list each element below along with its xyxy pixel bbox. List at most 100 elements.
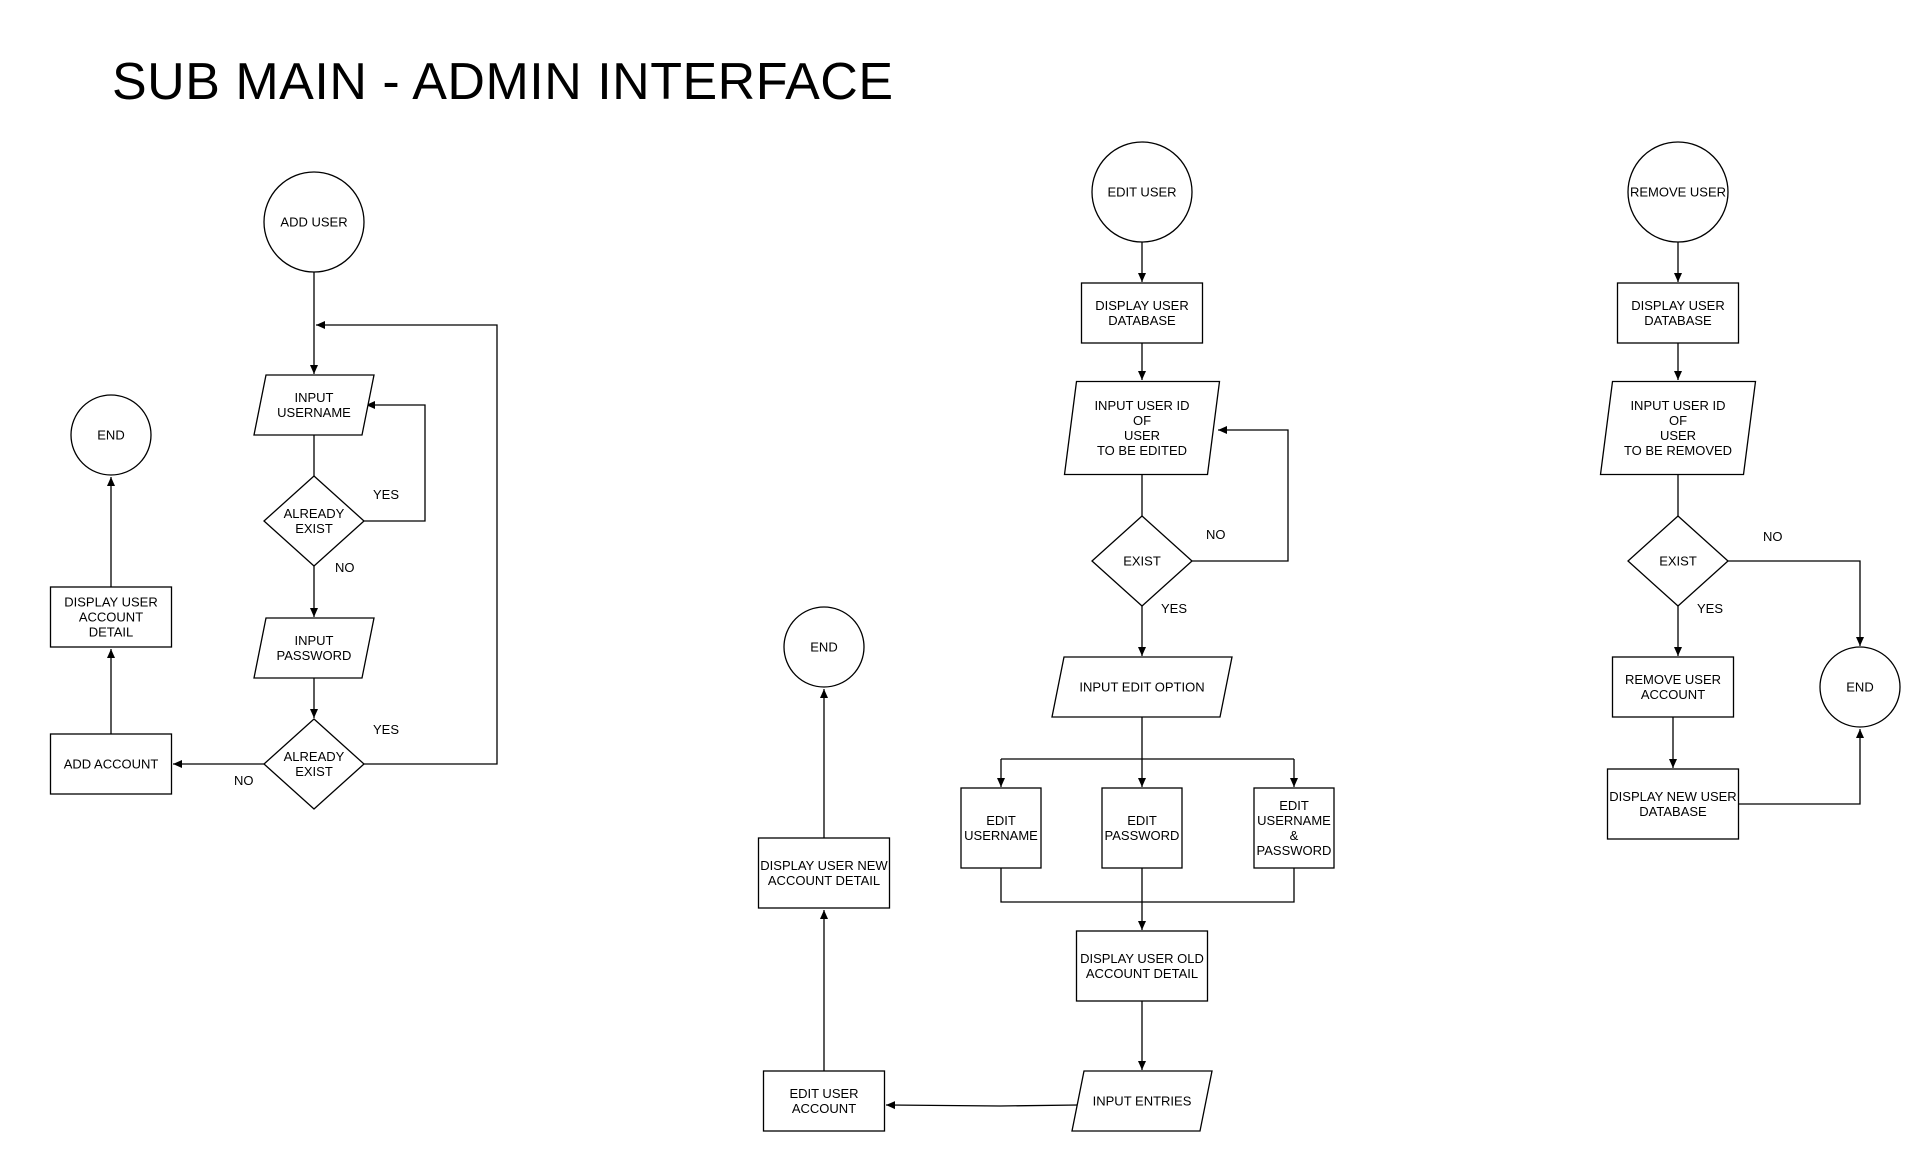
node-label-line: EXIST [295,521,333,536]
node-label-line: END [1846,680,1873,695]
node-label-line: INPUT USER ID [1630,398,1725,413]
terminator-shape [1091,141,1193,243]
terminator-shape [1819,646,1901,728]
node-remove-exist: EXIST [1627,515,1729,607]
edge-label-add-exist1-no: NO [335,560,355,575]
node-label-line: ACCOUNT DETAIL [1086,966,1198,981]
node-label-line: DISPLAY USER OLD [1080,951,1204,966]
node-edit-input-option: INPUT EDIT OPTION [1051,656,1233,718]
node-label-line: OF [1669,413,1687,428]
process-shape [1075,930,1209,1002]
node-label-line: DISPLAY USER [1631,298,1724,313]
node-label-line: ACCOUNT [79,610,143,625]
node-label-line: DATABASE [1644,313,1712,328]
node-label-line: USERNAME [277,405,351,420]
node-label-line: END [97,428,124,443]
node-add-account: ADD ACCOUNT [49,733,173,795]
node-label-line: ALREADY [284,749,345,764]
node-label-line: ADD ACCOUNT [64,757,159,772]
node-label-line: ADD USER [280,215,347,230]
node-label-line: INPUT EDIT OPTION [1079,680,1204,695]
node-label-line: REMOVE USER [1630,185,1726,200]
decision-shape [263,475,365,567]
node-label-line: PASSWORD [277,648,352,663]
node-remove-user-start: REMOVE USER [1627,141,1729,243]
io-shape [1051,656,1233,718]
node-label-line: ACCOUNT DETAIL [768,873,880,888]
edge-label-add-exist2-yes: YES [373,722,399,737]
node-remove-end: END [1819,646,1901,728]
node-label-line: TO BE EDITED [1097,443,1187,458]
node-label-line: & [1290,828,1299,843]
terminator-shape [263,171,365,273]
flowchart-nodes: ADD USERINPUTUSERNAMEALREADYEXISTINPUTPA… [49,141,1901,1132]
node-add-user-start: ADD USER [263,171,365,273]
terminator-shape [1627,141,1729,243]
node-label-line: ACCOUNT [792,1101,856,1116]
process-shape [757,837,891,909]
process-shape [49,733,173,795]
decision-shape [263,718,365,810]
node-label-line: INPUT [295,633,334,648]
node-label-line: INPUT ENTRIES [1093,1094,1192,1109]
edge-label-edit-exist-no: NO [1206,527,1226,542]
node-edit-exist: EXIST [1091,515,1193,607]
connector [885,1101,1079,1110]
process-shape [1101,787,1183,869]
node-label-line: DISPLAY USER [64,595,157,610]
page-title: SUB MAIN - ADMIN INTERFACE [112,53,894,111]
process-shape [1611,656,1735,718]
node-label-line: EXIST [1659,554,1697,569]
node-label-line: REMOVE USER [1625,672,1721,687]
node-edit-input-entries: INPUT ENTRIES [1071,1070,1213,1132]
flowchart-edges [107,242,1864,1110]
node-label-line: EDIT USER [1107,185,1176,200]
node-label-line: USER [1660,428,1696,443]
io-shape [253,374,375,436]
node-add-end: END [70,394,152,476]
process-shape [1080,282,1204,344]
node-label-line: EXIST [295,764,333,779]
node-label-line: PASSWORD [1105,828,1180,843]
process-shape [1253,787,1335,869]
node-label-line: EDIT [986,813,1016,828]
node-label-line: OF [1133,413,1151,428]
decision-shape [1627,515,1729,607]
decision-shape [1091,515,1193,607]
connector [1000,868,1295,903]
edge-label-add-exist2-no: NO [234,773,254,788]
node-label-line: DETAIL [89,625,134,640]
node-label-line: INPUT [295,390,334,405]
process-shape [1606,768,1740,840]
node-label-line: TO BE REMOVED [1624,443,1732,458]
node-label-line: EDIT [1279,798,1309,813]
node-label-line: DATABASE [1639,804,1707,819]
node-label-line: ALREADY [284,506,345,521]
io-shape [1071,1070,1213,1132]
node-label-line: USER [1124,428,1160,443]
node-label-line: END [810,640,837,655]
process-shape [762,1070,886,1132]
node-label-line: DISPLAY USER [1095,298,1188,313]
node-label-line: PASSWORD [1257,843,1332,858]
edge-label-remove-exist-yes: YES [1697,601,1723,616]
node-label-line: EDIT [1127,813,1157,828]
node-label-line: USERNAME [1257,813,1331,828]
terminator-shape [783,606,865,688]
node-label-line: DISPLAY USER NEW [760,858,888,873]
